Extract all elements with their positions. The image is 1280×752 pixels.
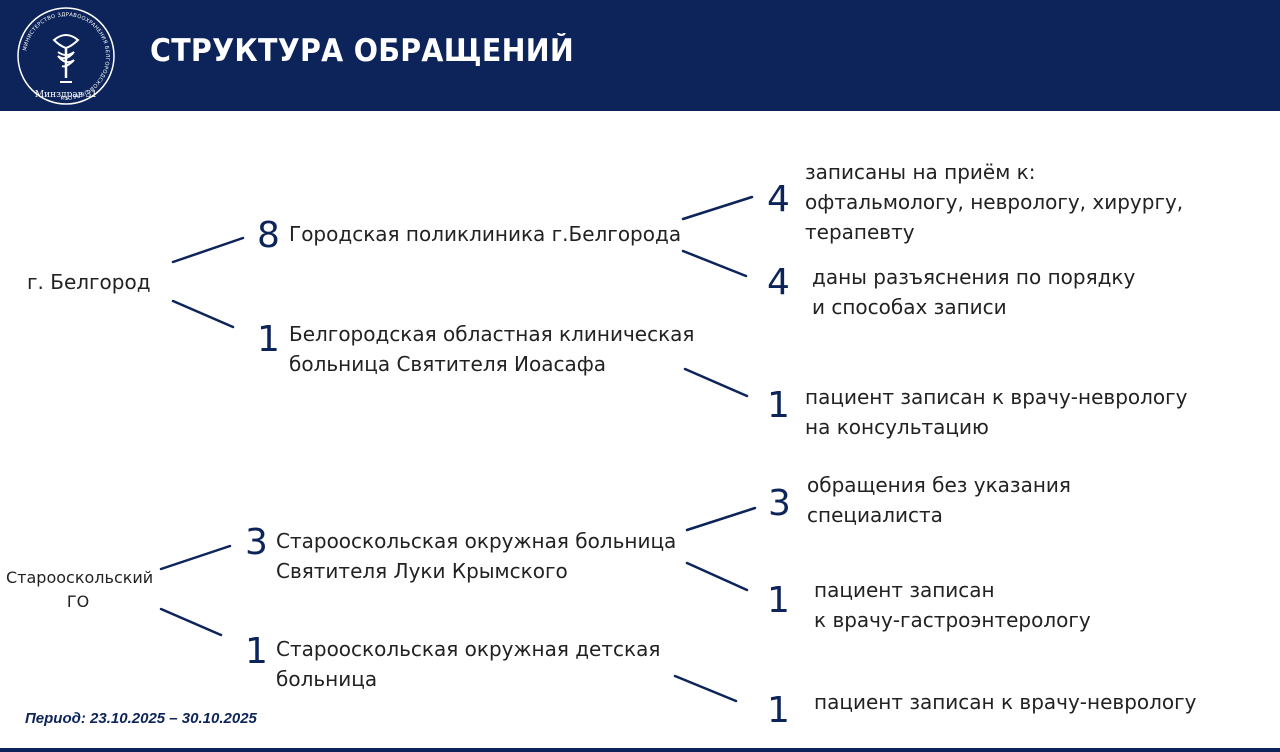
outcome-neurologist-consult: пациент записан к врачу-неврологу на кон… <box>805 385 1188 439</box>
connector-belgorod-polyclinic <box>171 236 245 264</box>
region-staroskol: Старооскольский ГО <box>6 568 154 611</box>
region-belgorod: г. Белгород <box>27 270 151 294</box>
count-polyclinic: 8 <box>257 215 280 256</box>
connector-polyclinic-appointments <box>681 195 754 221</box>
svg-text:Минздрав 31: Минздрав 31 <box>35 90 97 100</box>
page-title: СТРУКТУРА ОБРАЩЕНИЙ <box>150 33 575 69</box>
connector-belgorod-hospital <box>171 299 235 329</box>
outcome-explanations: даны разъяснения по порядку и способах з… <box>812 265 1136 319</box>
outcome-appointments: записаны на приём к: офтальмологу, невро… <box>805 160 1184 244</box>
outcome-unspecified: обращения без указания специалиста <box>807 473 1071 527</box>
bottom-divider <box>0 748 1280 752</box>
count-outcome-appointments: 4 <box>767 179 790 220</box>
count-hospital-ioasaf: 1 <box>257 319 280 360</box>
institution-hospital-ioasaf: Белгородская областная клиническая больн… <box>289 322 695 376</box>
institution-staroskol-children: Старооскольская окружная детская больниц… <box>276 637 661 691</box>
count-outcome-gastro: 1 <box>767 580 790 621</box>
count-staroskol-children: 1 <box>245 631 268 672</box>
count-staroskol-hospital: 3 <box>245 522 268 563</box>
count-outcome-neurologist-consult: 1 <box>767 385 790 426</box>
count-outcome-neurologist: 1 <box>767 690 790 731</box>
count-outcome-explanations: 4 <box>767 262 790 303</box>
ministry-logo: МИНИСТЕРСТВО ЗДРАВООХРАНЕНИЯ БЕЛГОРОДСКО… <box>17 7 115 105</box>
institution-staroskol-hospital: Старооскольская окружная больница Святит… <box>276 529 677 583</box>
connector-staroskol-hospital <box>159 544 232 571</box>
connector-polyclinic-explanations <box>681 249 748 278</box>
connector-children-neurologist <box>673 674 738 703</box>
count-outcome-unspecified: 3 <box>768 483 791 524</box>
period-label: Период: 23.10.2025 – 30.10.2025 <box>25 710 257 727</box>
outcome-neurologist: пациент записан к врачу-неврологу <box>814 690 1197 714</box>
connector-hospital-neurologist <box>683 367 749 398</box>
institution-polyclinic: Городская поликлиника г.Белгорода <box>289 222 682 246</box>
header-bar: МИНИСТЕРСТВО ЗДРАВООХРАНЕНИЯ БЕЛГОРОДСКО… <box>0 0 1280 111</box>
connector-hospital-gastro <box>685 561 749 592</box>
connector-staroskol-children <box>159 607 223 637</box>
outcome-gastro: пациент записан к врачу-гастроэнтерологу <box>814 578 1091 632</box>
connector-hospital-unspecified <box>685 506 757 532</box>
